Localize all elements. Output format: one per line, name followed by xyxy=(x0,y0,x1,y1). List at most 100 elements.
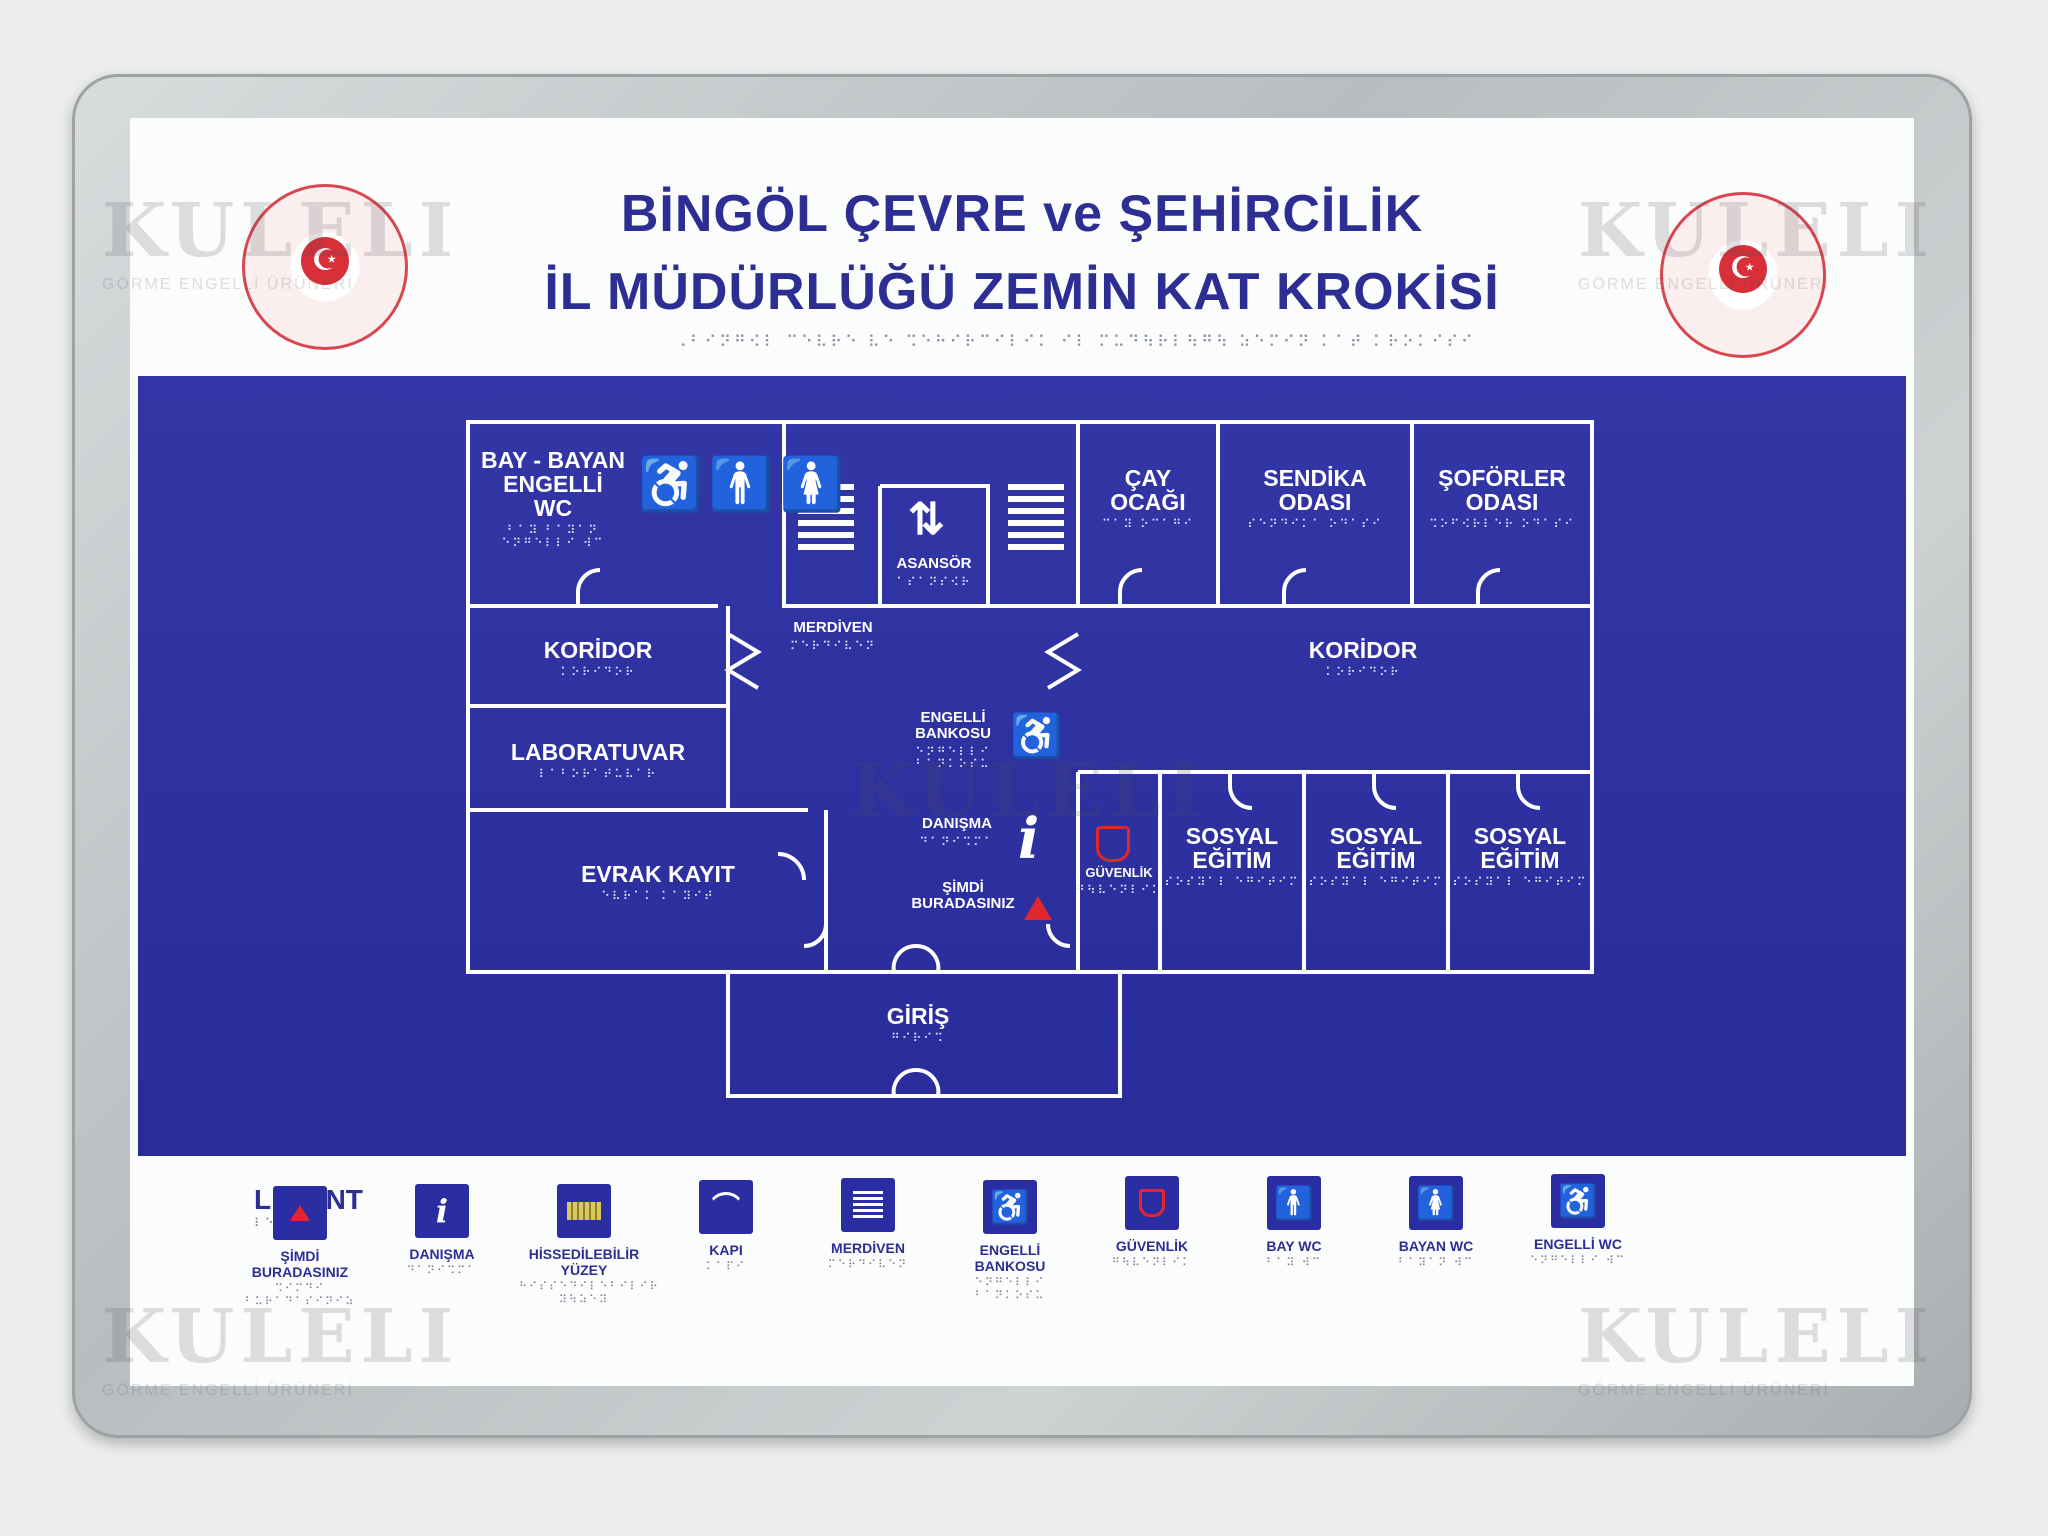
room-giris: GİRİŞ ⠛⠊⠗⠊⠩ xyxy=(868,1004,968,1045)
room-merdiven: MERDİVEN ⠍⠑⠗⠙⠊⠧⠑⠝ xyxy=(778,620,888,652)
room-wc-line2: ENGELLİ xyxy=(503,471,603,498)
man-icon: 🚹 xyxy=(708,456,780,514)
floor-plan-area: ⇅ ♿🚹🚺 BAY - BAYAN ENGELLİ WC ⠃⠁⠽ ⠃⠁⠽⠁⠝ ⠑… xyxy=(138,376,1906,1156)
ministry-seal-right: ☪ xyxy=(1660,192,1826,358)
room-sosyal-2-line1: SOSYAL xyxy=(1329,823,1423,849)
watermark-brand: KULELI xyxy=(850,748,1208,834)
wheelchair-icon: ♿ xyxy=(1010,712,1063,759)
legend-item-line2: BURADASINIZ xyxy=(251,1264,349,1281)
legend-item-braille: ⠑⠝⠛⠑⠇⠇⠊ ⠃⠁⠝⠅⠕⠎⠥ xyxy=(974,1276,1046,1302)
room-sosyal-3-braille: ⠎⠕⠎⠽⠁⠇ ⠑⠛⠊⠞⠊⠍ xyxy=(1452,875,1588,890)
room-merdiven-braille: ⠍⠑⠗⠙⠊⠧⠑⠝ xyxy=(789,638,877,653)
room-asansor: ASANSÖR ⠁⠎⠁⠝⠎⠪⠗ xyxy=(880,556,988,588)
title-braille: ⠠⠃⠊⠝⠛⠪⠇ ⠉⠑⠧⠗⠑ ⠧⠑ ⠩⠑⠓⠊⠗⠉⠊⠇⠊⠅ ⠊⠇ ⠍⠥⠙⠳⠗⠇⠳⠛⠳… xyxy=(675,332,1476,351)
room-sosyal-3-line1: SOSYAL xyxy=(1473,823,1567,849)
room-sendika-line1: SENDİKA xyxy=(1263,465,1367,491)
legend-item-braille: ⠙⠁⠝⠊⠩⠍⠁ xyxy=(406,1264,478,1278)
watermark-tagline: GÖRME ENGELLİ ÜRÜNERİ xyxy=(1578,276,1830,293)
room-evrak-braille: ⠑⠧⠗⠁⠅ ⠅⠁⠽⠊⠞ xyxy=(601,889,715,904)
room-soforler-braille: ⠩⠕⠋⠪⠗⠇⠑⠗ ⠕⠙⠁⠎⠊ xyxy=(1428,517,1576,532)
room-soforler-line1: ŞOFÖRLER xyxy=(1438,465,1566,491)
room-giris-braille: ⠛⠊⠗⠊⠩ xyxy=(891,1031,945,1046)
red-triangle-icon xyxy=(273,1186,327,1240)
room-sosyal-1-line1: SOSYAL xyxy=(1185,823,1279,849)
legend-item-braille: ⠩⠊⠍⠙⠊ ⠃⠥⠗⠁⠙⠁⠎⠊⠝⠊⠵ xyxy=(244,1282,356,1308)
room-simdi-line2: BURADASINIZ xyxy=(911,894,1015,912)
floor-plan-lines xyxy=(466,420,1594,1098)
room-wc: BAY - BAYAN ENGELLİ WC ⠃⠁⠽ ⠃⠁⠽⠁⠝ ⠑⠝⠛⠑⠇⠇⠊… xyxy=(478,448,628,550)
stairs-icon xyxy=(841,1178,895,1232)
room-wc-line3: WC xyxy=(533,495,573,522)
watermark-brand: KULELI xyxy=(1578,1294,1936,1380)
watermark-bottom-left: KULELI GÖRME ENGELLİ ÜRÜNERİ xyxy=(102,1294,459,1400)
room-engelli-bankosu-braille: ⠑⠝⠛⠑⠇⠇⠊ ⠃⠁⠝⠅⠕⠎⠥ xyxy=(915,744,991,772)
room-guvenlik-label: GÜVENLİK xyxy=(1085,865,1153,880)
elevator-arrows-icon: ⇅ xyxy=(908,495,945,544)
ministry-seal-left: ☪ xyxy=(242,184,408,350)
tactile-surface-icon xyxy=(557,1184,611,1238)
crescent-star-icon: ☪ xyxy=(301,237,349,285)
room-cay-line2: OCAĞI xyxy=(1110,489,1186,516)
wheelchair-icon: ♿ xyxy=(1551,1174,1605,1228)
wheelchair-icon: ♿ xyxy=(983,1180,1037,1234)
room-koridor-right-label: KORİDOR xyxy=(1308,637,1418,663)
legend-item-line2: BANKOSU xyxy=(974,1258,1046,1275)
room-koridor-right-braille: ⠅⠕⠗⠊⠙⠕⠗ xyxy=(1325,665,1401,680)
room-wc-braille: ⠃⠁⠽ ⠃⠁⠽⠁⠝ ⠑⠝⠛⠑⠇⠇⠊ ⠺⠉ xyxy=(501,523,605,551)
wc-icons: ♿🚹🚺 xyxy=(638,454,850,515)
room-sosyal-1: SOSYAL EĞİTİM ⠎⠕⠎⠽⠁⠇ ⠑⠛⠊⠞⠊⠍ xyxy=(1162,824,1302,889)
crescent-star-icon: ☪ xyxy=(1719,245,1767,293)
watermark-brand: KULELI xyxy=(102,1294,460,1380)
legend-item: ♿ ENGELLİ WC ⠑⠝⠛⠑⠇⠇⠊ ⠺⠉ xyxy=(1513,1174,1643,1268)
watermark-tagline: GÖRME ENGELLİ ÜRÜNERİ xyxy=(102,1382,354,1399)
room-simdi-line1: ŞİMDİ xyxy=(942,879,984,896)
legend-item-braille: ⠑⠝⠛⠑⠇⠇⠊ ⠺⠉ xyxy=(1529,1254,1626,1268)
room-koridor-left-braille: ⠅⠕⠗⠊⠙⠕⠗ xyxy=(560,665,636,680)
legend-item-line1: MERDİVEN xyxy=(831,1240,905,1256)
room-cay-line1: ÇAY xyxy=(1124,465,1172,491)
room-soforler-line2: ODASI xyxy=(1465,489,1539,516)
watermark-bottom-right: KULELI GÖRME ENGELLİ ÜRÜNERİ xyxy=(1578,1294,1935,1400)
room-engelli-bankosu-line2: BANKOSU xyxy=(915,724,991,742)
watermark-tagline: GÖRME ENGELLİ ÜRÜNERİ xyxy=(102,276,354,293)
info-icon: i xyxy=(415,1184,469,1238)
room-engelli-bankosu: ENGELLİ BANKOSU ⠑⠝⠛⠑⠇⠇⠊ ⠃⠁⠝⠅⠕⠎⠥ xyxy=(898,710,1008,771)
watermark-brand: KULELI xyxy=(102,188,460,274)
watermark-top-left: KULELI GÖRME ENGELLİ ÜRÜNERİ xyxy=(102,188,459,294)
wheelchair-icon: ♿ xyxy=(638,456,709,514)
room-lab-braille: ⠇⠁⠃⠕⠗⠁⠞⠥⠧⠁⠗ xyxy=(538,767,658,782)
room-merdiven-label: MERDİVEN xyxy=(793,619,873,636)
room-danisma-braille: ⠙⠁⠝⠊⠩⠍⠁ xyxy=(919,834,995,849)
legend-item-line2: YÜZEY xyxy=(560,1262,608,1279)
title-line-2: İL MÜDÜRLÜĞÜ ZEMİN KAT KROKİSİ xyxy=(544,263,1500,321)
legend-item-line1: ENGELLİ WC xyxy=(1534,1236,1622,1252)
room-koridor-right: KORİDOR ⠅⠕⠗⠊⠙⠕⠗ xyxy=(1238,638,1488,679)
room-sosyal-2-braille: ⠎⠕⠎⠽⠁⠇ ⠑⠛⠊⠞⠊⠍ xyxy=(1308,875,1444,890)
man-icon: 🚹 xyxy=(1267,1176,1321,1230)
legend-item-line1: ŞİMDİ xyxy=(280,1248,320,1264)
legend-item-braille: ⠓⠊⠎⠎⠑⠙⠊⠇⠑⠃⠊⠇⠊⠗ ⠽⠳⠵⠑⠽ xyxy=(519,1280,660,1306)
room-giris-label: GİRİŞ xyxy=(886,1003,950,1029)
legend-item-line1: ENGELLİ xyxy=(979,1242,1041,1258)
you-are-here-triangle-icon xyxy=(1024,896,1052,920)
legend-item-braille: ⠃⠁⠽ ⠺⠉ xyxy=(1266,1256,1322,1270)
room-lab: LABORATUVAR ⠇⠁⠃⠕⠗⠁⠞⠥⠧⠁⠗ xyxy=(478,740,718,781)
legend-item-line1: BAYAN WC xyxy=(1398,1238,1474,1254)
title-line-1: BİNGÖL ÇEVRE ve ŞEHİRCİLİK xyxy=(620,185,1424,243)
room-sendika: SENDİKA ODASI ⠎⠑⠝⠙⠊⠅⠁ ⠕⠙⠁⠎⠊ xyxy=(1220,466,1410,531)
room-cay-braille: ⠉⠁⠽ ⠕⠉⠁⠛⠊ xyxy=(1101,517,1195,532)
legend-item: 🚺BAYAN WC⠃⠁⠽⠁⠝ ⠺⠉ xyxy=(1371,1176,1501,1270)
legend-item: GÜVENLİK⠛⠳⠧⠑⠝⠇⠊⠅ xyxy=(1087,1176,1217,1270)
room-wc-line1: BAY - BAYAN xyxy=(480,447,626,473)
room-koridor-left: KORİDOR ⠅⠕⠗⠊⠙⠕⠗ xyxy=(478,638,718,679)
info-icon: i xyxy=(1018,806,1040,872)
woman-icon: 🚺 xyxy=(779,456,851,514)
legend-item: ⌒KAPI⠅⠁⠏⠊ xyxy=(661,1180,791,1274)
legend-item-line1: HİSSEDİLEBİLİR xyxy=(528,1246,640,1262)
room-koridor-left-label: KORİDOR xyxy=(543,637,653,663)
woman-icon: 🚺 xyxy=(1409,1176,1463,1230)
room-evrak: EVRAK KAYIT ⠑⠧⠗⠁⠅ ⠅⠁⠽⠊⠞ xyxy=(538,862,778,903)
room-sendika-braille: ⠎⠑⠝⠙⠊⠅⠁ ⠕⠙⠁⠎⠊ xyxy=(1247,517,1383,532)
